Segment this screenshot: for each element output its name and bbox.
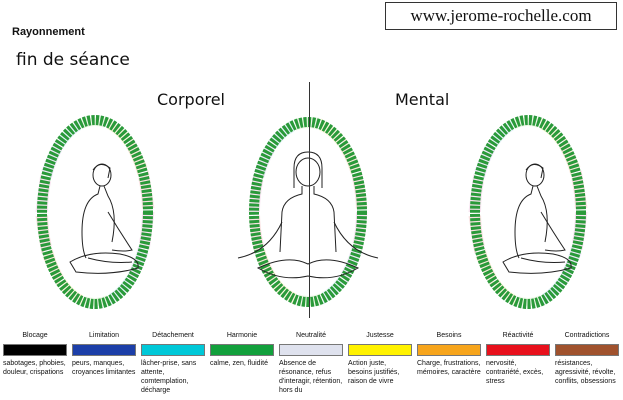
legend-item-name: Limitation [89, 332, 119, 339]
website-link[interactable]: www.jerome-rochelle.com [385, 2, 617, 30]
legend-item-name: Justesse [366, 332, 394, 339]
legend-item: Blocage sabotages, phobies, douleur, cris… [3, 332, 67, 377]
legend-item-name: Besoins [436, 332, 462, 339]
legend-item: Limitation peurs, manques, croyances limi… [72, 332, 136, 377]
aura-ring [470, 115, 586, 309]
meditating-person-side [502, 163, 572, 274]
aura-ring [37, 115, 153, 309]
legend-swatch [210, 344, 274, 356]
legend-item-description: lâcher-prise, sans attente, comtemplatio… [141, 360, 197, 394]
page-subtitle: fin de séance [16, 50, 130, 70]
legend-swatch [348, 344, 412, 356]
legend-item-name: Blocage [22, 332, 48, 339]
legend-swatch [555, 344, 619, 356]
aura-figure-left [35, 115, 155, 309]
legend-item-description: nervosité, contrariété, excès, stress [486, 360, 544, 385]
legend-item-description: Absence de résonance, refus d'interagir,… [279, 360, 343, 394]
legend-item-description: peurs, manques, croyances limitantes [72, 360, 136, 376]
panel-label-mental: Mental [395, 90, 450, 109]
aura-figure-right [468, 115, 588, 309]
legend-item: Détachement lâcher-prise, sans attente, c… [141, 332, 205, 395]
legend-item: Contradictions résistances, agressivité, … [555, 332, 619, 386]
legend-item-description: résistances, agressivité, révolte, confl… [555, 360, 616, 385]
meditating-person-front [237, 151, 379, 279]
legend-swatch [279, 344, 343, 356]
legend-item-description: Action juste, besoins justifiés, raison … [348, 360, 400, 385]
legend-item-name: Neutralité [296, 332, 326, 339]
legend-item: Harmonie calme, zen, fluidité [210, 332, 274, 368]
section-divider [309, 82, 310, 318]
page-title: Rayonnement [12, 26, 85, 38]
aura-ring [249, 117, 367, 307]
legend-item-description: sabotages, phobies, douleur, crispations [3, 360, 66, 376]
legend-swatch [486, 344, 550, 356]
legend-item-description: Charge, frustrations, mémoires, caractèr… [417, 360, 481, 376]
aura-figure-center [237, 117, 379, 307]
legend-swatch [141, 344, 205, 356]
legend-swatch [3, 344, 67, 356]
legend-swatch [417, 344, 481, 356]
legend-item-name: Harmonie [226, 332, 258, 339]
legend-item-name: Détachement [152, 332, 194, 339]
legend-item: Réactivité nervosité, contrariété, excès,… [486, 332, 550, 386]
legend-swatch [72, 344, 136, 356]
legend-item-name: Contradictions [564, 332, 610, 339]
legend-item-name: Réactivité [502, 332, 534, 339]
panel-label-corporel: Corporel [157, 90, 225, 109]
legend-item-description: calme, zen, fluidité [210, 360, 268, 367]
meditating-person-side [69, 163, 139, 274]
